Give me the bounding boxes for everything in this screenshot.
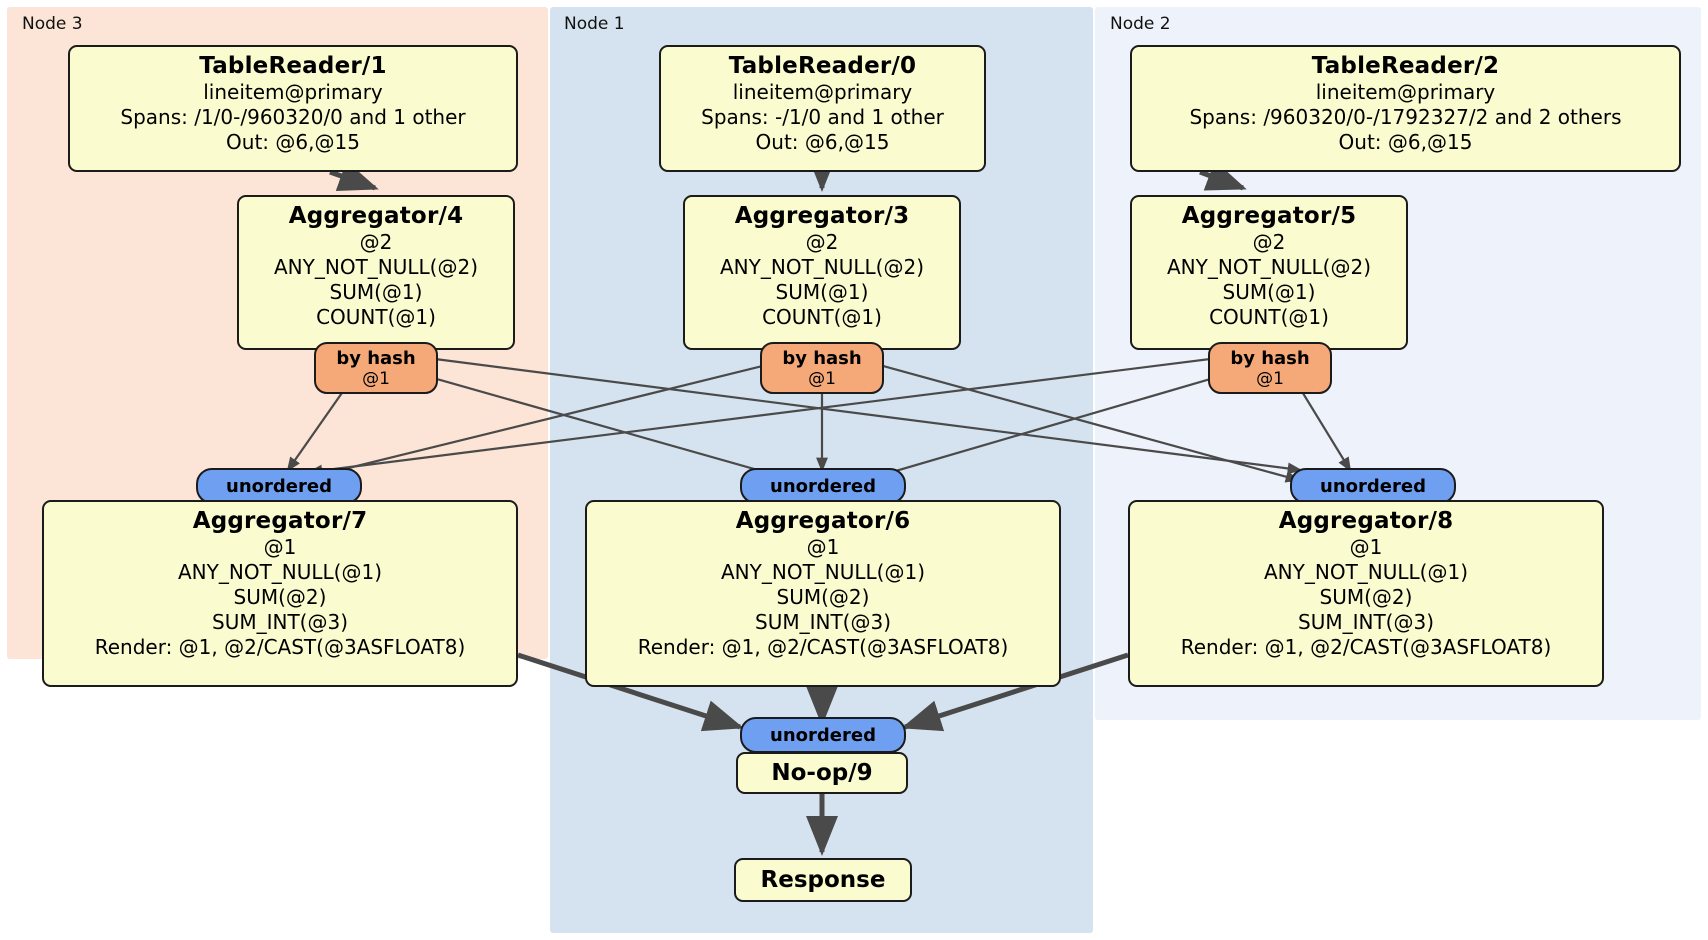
- processor-line: Render: @1, @2/CAST(@3ASFLOAT8): [94, 635, 466, 659]
- processor-line: @2: [1252, 230, 1286, 254]
- processor-title: Aggregator/8: [1278, 508, 1454, 534]
- router-key: @1: [808, 368, 836, 389]
- processor-line: ANY_NOT_NULL(@2): [274, 255, 478, 279]
- processor-line: SUM_INT(@3): [212, 610, 348, 634]
- node-label-node3: Node 3: [22, 14, 83, 34]
- processor-line: SUM(@1): [1222, 280, 1316, 304]
- processor-aggregator-5[interactable]: Aggregator/5 @2 ANY_NOT_NULL(@2) SUM(@1)…: [1130, 195, 1408, 350]
- processor-line: Spans: /960320/0-/1792327/2 and 2 others: [1189, 105, 1622, 129]
- processor-line: lineitem@primary: [203, 80, 383, 104]
- processor-line: SUM(@2): [776, 585, 870, 609]
- processor-title: Aggregator/7: [192, 508, 368, 534]
- processor-line: SUM(@1): [775, 280, 869, 304]
- processor-line: SUM_INT(@3): [1298, 610, 1434, 634]
- node-label-node2: Node 2: [1110, 14, 1171, 34]
- processor-title: Aggregator/3: [734, 203, 910, 229]
- processor-line: COUNT(@1): [316, 305, 436, 329]
- processor-line: ANY_NOT_NULL(@2): [720, 255, 924, 279]
- router-by-hash-aggregator-3[interactable]: by hash @1: [760, 342, 884, 394]
- processor-line: @1: [1349, 535, 1383, 559]
- receiver-unordered-final[interactable]: unordered: [740, 717, 906, 753]
- router-by-hash-aggregator-5[interactable]: by hash @1: [1208, 342, 1332, 394]
- processor-line: Render: @1, @2/CAST(@3ASFLOAT8): [637, 635, 1009, 659]
- router-key: @1: [1256, 368, 1284, 389]
- processor-aggregator-7[interactable]: Aggregator/7 @1 ANY_NOT_NULL(@1) SUM(@2)…: [42, 500, 518, 687]
- receiver-unordered-aggregator-6[interactable]: unordered: [740, 468, 906, 504]
- processor-line: lineitem@primary: [1315, 80, 1496, 104]
- processor-line: @2: [805, 230, 839, 254]
- processor-title: TableReader/1: [199, 53, 387, 79]
- processor-line: ANY_NOT_NULL(@1): [721, 560, 925, 584]
- processor-response[interactable]: Response: [734, 858, 912, 902]
- processor-title: Aggregator/5: [1181, 203, 1357, 229]
- processor-line: COUNT(@1): [762, 305, 882, 329]
- receiver-unordered-aggregator-8[interactable]: unordered: [1290, 468, 1456, 504]
- processor-line: @1: [806, 535, 840, 559]
- router-type: by hash: [336, 347, 416, 369]
- router-type: by hash: [1230, 347, 1310, 369]
- router-type: by hash: [782, 347, 862, 369]
- processor-line: Render: @1, @2/CAST(@3ASFLOAT8): [1180, 635, 1552, 659]
- processor-aggregator-6[interactable]: Aggregator/6 @1 ANY_NOT_NULL(@1) SUM(@2)…: [585, 500, 1061, 687]
- processor-aggregator-8[interactable]: Aggregator/8 @1 ANY_NOT_NULL(@1) SUM(@2)…: [1128, 500, 1604, 687]
- processor-line: @2: [359, 230, 393, 254]
- processor-line: Out: @6,@15: [755, 130, 890, 154]
- processor-line: SUM(@1): [329, 280, 423, 304]
- processor-table-reader-2[interactable]: TableReader/2 lineitem@primary Spans: /9…: [1130, 45, 1681, 172]
- processor-aggregator-3[interactable]: Aggregator/3 @2 ANY_NOT_NULL(@2) SUM(@1)…: [683, 195, 961, 350]
- processor-title: TableReader/0: [728, 53, 917, 79]
- receiver-unordered-aggregator-7[interactable]: unordered: [196, 468, 362, 504]
- processor-line: ANY_NOT_NULL(@2): [1167, 255, 1371, 279]
- processor-line: Spans: -/1/0 and 1 other: [701, 105, 944, 129]
- router-by-hash-aggregator-4[interactable]: by hash @1: [314, 342, 438, 394]
- processor-line: @1: [263, 535, 297, 559]
- processor-title: Aggregator/6: [735, 508, 911, 534]
- processor-line: SUM(@2): [1319, 585, 1413, 609]
- processor-line: SUM(@2): [233, 585, 327, 609]
- processor-line: ANY_NOT_NULL(@1): [178, 560, 382, 584]
- processor-aggregator-4[interactable]: Aggregator/4 @2 ANY_NOT_NULL(@2) SUM(@1)…: [237, 195, 515, 350]
- processor-line: Out: @6,@15: [226, 130, 360, 154]
- router-key: @1: [362, 368, 390, 389]
- processor-line: SUM_INT(@3): [755, 610, 891, 634]
- processor-title: TableReader/2: [1311, 53, 1500, 79]
- processor-line: ANY_NOT_NULL(@1): [1264, 560, 1468, 584]
- processor-line: Out: @6,@15: [1338, 130, 1473, 154]
- processor-title: Aggregator/4: [288, 203, 464, 229]
- processor-line: Spans: /1/0-/960320/0 and 1 other: [120, 105, 466, 129]
- processor-no-op-9[interactable]: No-op/9: [736, 752, 908, 794]
- processor-line: COUNT(@1): [1209, 305, 1329, 329]
- node-label-node1: Node 1: [564, 14, 625, 34]
- processor-table-reader-0[interactable]: TableReader/0 lineitem@primary Spans: -/…: [659, 45, 986, 172]
- processor-table-reader-1[interactable]: TableReader/1 lineitem@primary Spans: /1…: [68, 45, 518, 172]
- processor-line: lineitem@primary: [732, 80, 913, 104]
